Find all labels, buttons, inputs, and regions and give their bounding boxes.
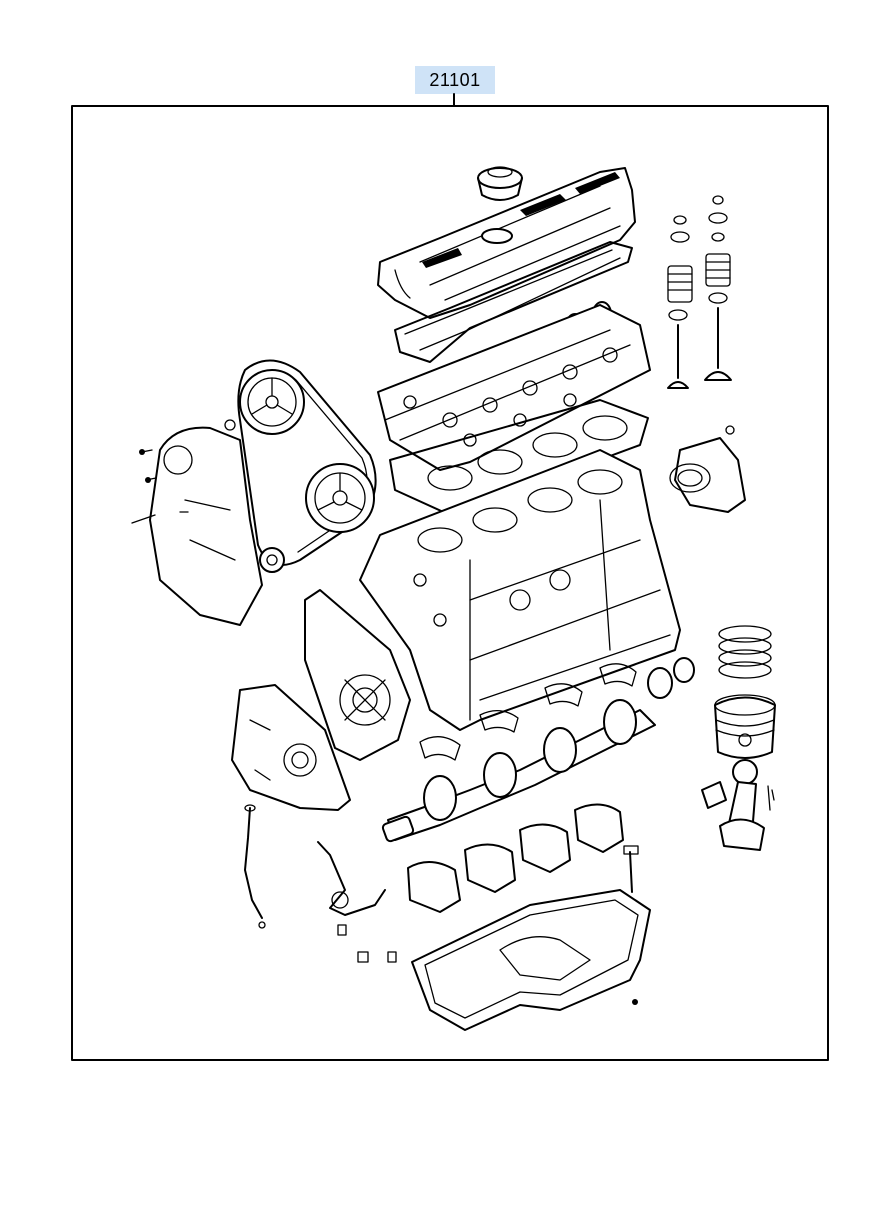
connecting-rod bbox=[719, 759, 775, 851]
main-bearings bbox=[419, 663, 637, 761]
timing-cover-bolts bbox=[131, 419, 236, 524]
camshaft-sprocket bbox=[239, 369, 305, 435]
crankshaft bbox=[381, 699, 656, 843]
part-number-callout[interactable]: 21101 bbox=[415, 66, 495, 94]
oil-seal bbox=[647, 657, 695, 699]
timing-cover bbox=[149, 426, 263, 626]
oil-pump-housing bbox=[304, 589, 411, 761]
piston-pin bbox=[701, 781, 727, 809]
oil-filler-cap bbox=[477, 166, 523, 201]
rocker-cover bbox=[377, 167, 636, 319]
head-gasket bbox=[389, 399, 649, 516]
valve-train-left bbox=[667, 215, 693, 389]
cylinder-block bbox=[359, 449, 681, 731]
belt-tensioner bbox=[259, 547, 285, 573]
piston-rings bbox=[718, 625, 772, 679]
cylinder-head bbox=[377, 304, 651, 471]
valve-train-right bbox=[704, 195, 732, 381]
piston bbox=[714, 694, 776, 759]
oil-seal-housing bbox=[231, 684, 351, 811]
main-bearing-caps bbox=[407, 803, 624, 913]
diagram-frame bbox=[71, 105, 829, 1061]
drain-plug bbox=[357, 951, 397, 963]
oil-pan-stud bbox=[623, 845, 639, 893]
oil-pan bbox=[411, 889, 651, 1031]
rocker-cover-gasket bbox=[394, 241, 633, 363]
crankshaft-sprocket bbox=[305, 463, 375, 533]
oil-dipstick bbox=[244, 804, 266, 929]
oil-strainer bbox=[317, 841, 386, 936]
rear-seal-housing bbox=[669, 425, 746, 513]
